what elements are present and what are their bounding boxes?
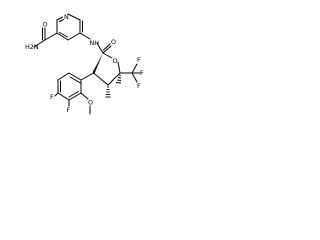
atom-label-methoxy-o: O xyxy=(88,99,93,107)
atom-label-ring-o: O xyxy=(113,57,118,65)
stereo-wedge-bond xyxy=(92,53,103,74)
atom-label-f2: F xyxy=(140,69,144,77)
atom-label-amide-nh2: H2N xyxy=(25,43,39,51)
aryl-fluorine-bonds xyxy=(54,92,70,107)
atom-labels: H2N O N NH O O F F F F F O xyxy=(25,13,144,114)
molecule-drawing: H2N O N NH O O F F F F F O xyxy=(25,13,144,115)
primary-amide-group xyxy=(33,27,58,48)
atom-label-pyridine-n: N xyxy=(64,13,69,21)
stereo-hash-methyl-c5 xyxy=(115,74,122,84)
atom-label-amide-o-top: O xyxy=(43,21,48,29)
atom-label-aryl-f1: F xyxy=(50,93,54,101)
oxolane-ring xyxy=(92,52,121,86)
pyridine-ring xyxy=(56,13,83,41)
methoxy-group xyxy=(80,92,91,115)
stereo-hash-methyl xyxy=(105,86,111,98)
atom-label-aryl-f2: F xyxy=(67,106,71,114)
secondary-amide-group xyxy=(79,32,112,54)
atom-label-f3: F xyxy=(137,82,141,90)
atom-label-amide-o-mid: O xyxy=(111,38,116,46)
atom-label-f1: F xyxy=(137,56,141,64)
aryl-ring xyxy=(57,72,94,101)
trifluoromethyl-group xyxy=(119,63,141,83)
molecule-structure-diagram: H2N O N NH O O F F F F F O xyxy=(0,0,152,152)
atom-label-amide-nh: NH xyxy=(90,39,100,47)
